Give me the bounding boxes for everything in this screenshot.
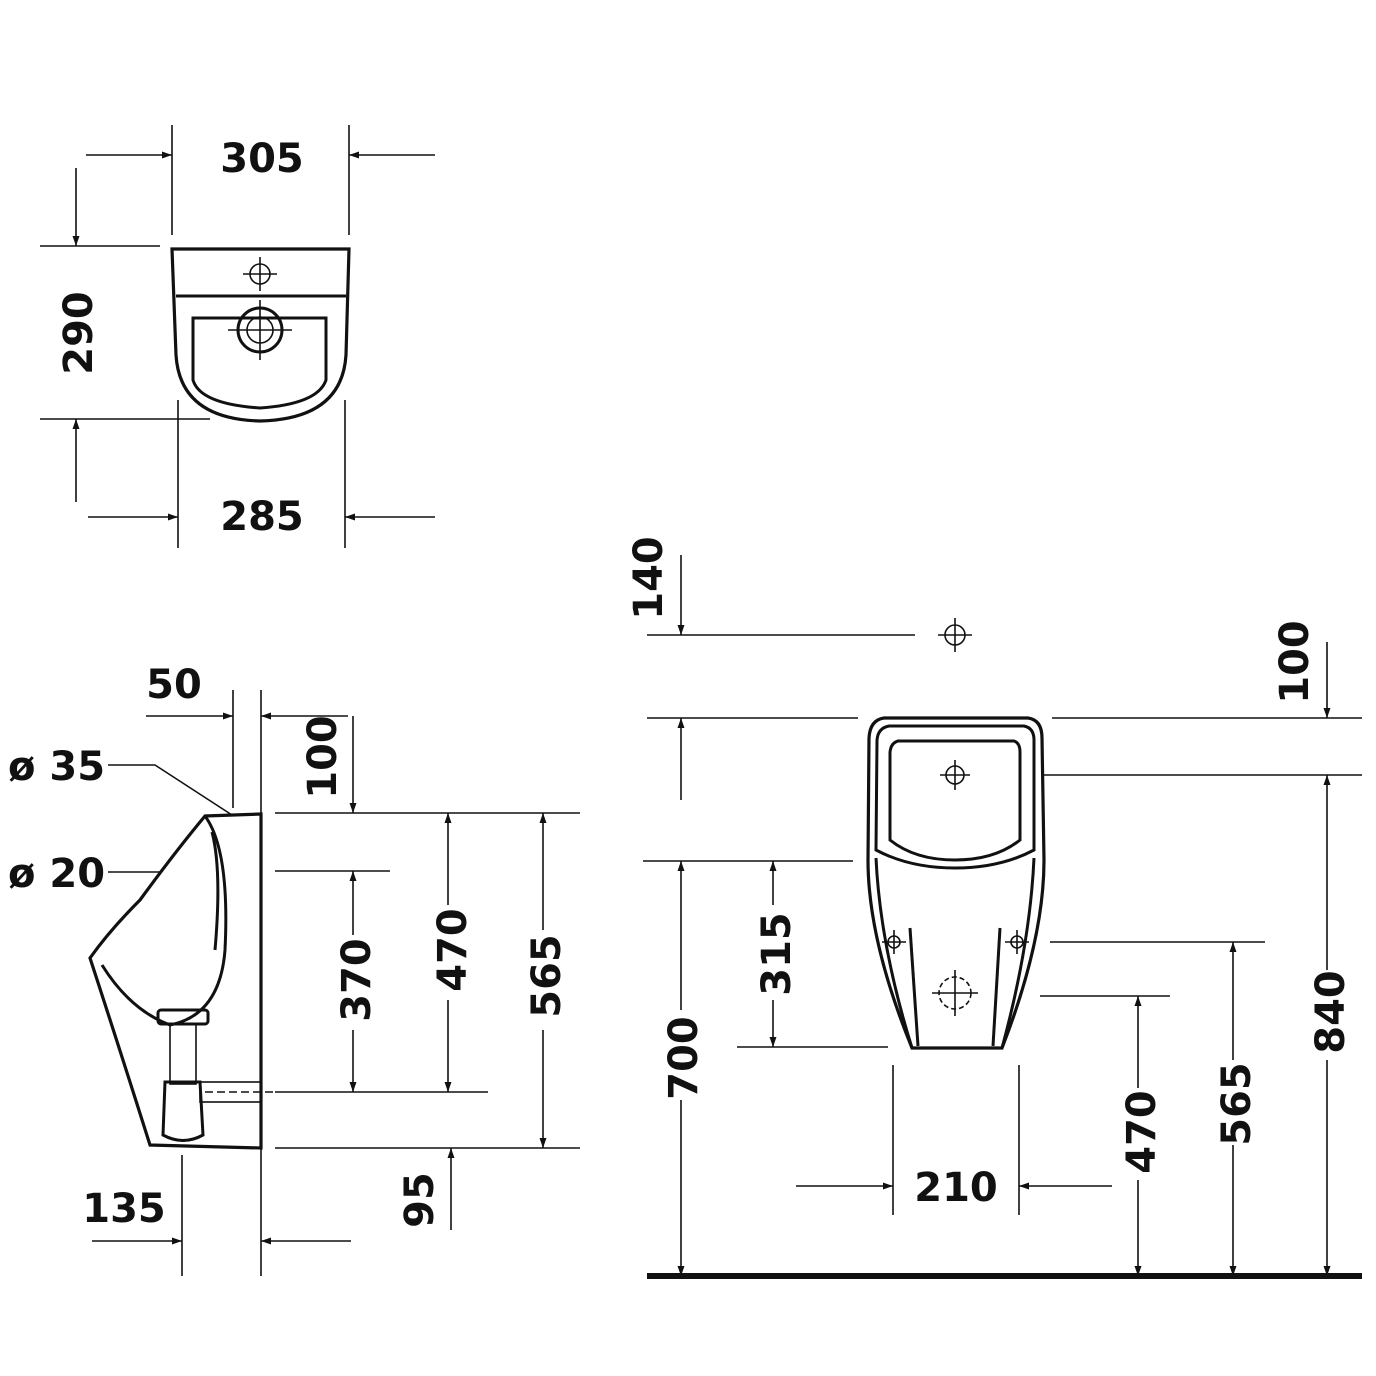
front-outlet-height-label: 470 [1119,1090,1165,1174]
inlet-diameter-label: ø 35 [8,744,105,790]
front-view: 140 100 700 315 840 565 470 210 [626,536,1362,1279]
side-bottom-depth-label: 135 [82,1186,166,1232]
front-rim-height-label: 700 [661,1016,707,1100]
side-total-height-label: 565 [524,934,570,1018]
front-hole-spacing-vertical-label: 315 [754,912,800,996]
front-inlet-above-label: 140 [626,536,672,620]
side-view: 50 ø 35 ø 20 100 370 470 565 95 135 [8,662,580,1276]
top-width-label: 305 [220,136,304,182]
depth-label: 290 [56,291,102,375]
side-bottom-gap-label: 95 [397,1172,443,1228]
bottom-width-label: 285 [220,494,304,540]
side-top-offset-label: 50 [146,662,202,708]
side-inlet-height-label: 470 [430,908,476,992]
outlet-diameter-label: ø 20 [8,851,105,897]
front-hole-spacing-horizontal-label: 210 [914,1165,998,1211]
basin-top-inner [191,316,328,410]
urinal-front-body [866,716,1046,1050]
side-top-gap-label: 100 [300,715,346,799]
urinal-side-body [88,812,263,1150]
front-fixing-height-label: 565 [1214,1062,1260,1146]
front-top-height-label: 840 [1308,970,1354,1054]
top-view: 305 285 290 [40,125,435,548]
side-outlet-height-label: 370 [334,938,380,1022]
front-top-offset-label: 100 [1272,620,1318,704]
